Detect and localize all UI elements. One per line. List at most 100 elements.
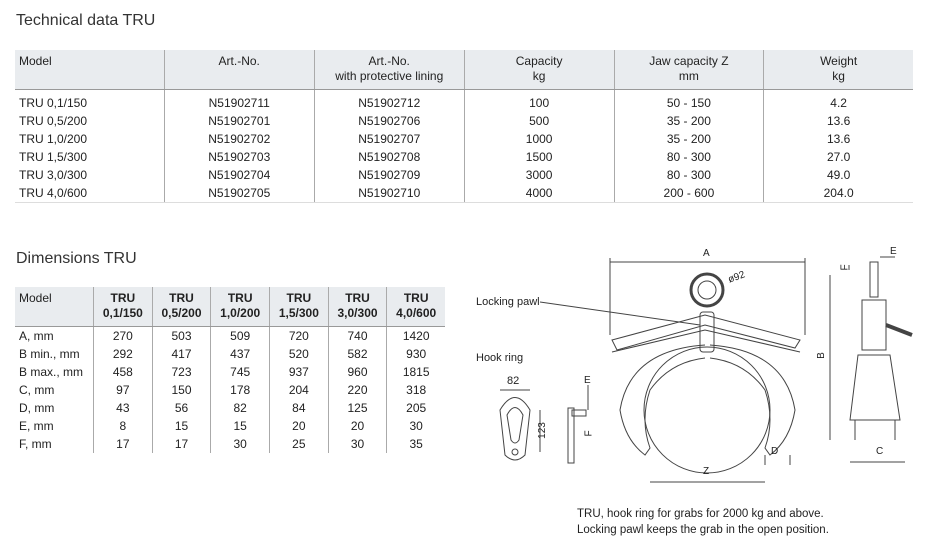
table-cell: N51902709 xyxy=(313,166,465,184)
header-text: TRU xyxy=(286,291,312,305)
table-cell: 437 xyxy=(210,345,270,363)
table-cell: 3000 xyxy=(463,166,615,184)
dimensions-title: Dimensions TRU xyxy=(16,250,137,267)
z-label: Z xyxy=(703,466,710,477)
header-text: TRU xyxy=(227,291,253,305)
table-cell: TRU 3,0/300 xyxy=(19,168,88,182)
table-cell: E, mm xyxy=(19,419,54,433)
table-cell: N51902703 xyxy=(163,148,315,166)
table-cell: 56 xyxy=(151,399,211,417)
table-cell: 35 xyxy=(386,435,445,453)
header-text: Model xyxy=(19,54,52,68)
table-cell: N51902706 xyxy=(313,112,465,130)
header-text: 0,5/200 xyxy=(161,306,202,320)
table-cell: 30 xyxy=(327,435,387,453)
table-cell: 937 xyxy=(269,363,329,381)
header-text: Weight xyxy=(820,54,858,68)
table-cell: N51902708 xyxy=(313,148,465,166)
table-cell: N51902707 xyxy=(313,130,465,148)
table-cell: 1420 xyxy=(386,326,445,345)
table-cell: 80 - 300 xyxy=(613,166,764,184)
table-cell: A, mm xyxy=(19,329,54,343)
locking-pawl-label: Locking pawl xyxy=(476,296,540,308)
table-cell: 17 xyxy=(151,435,211,453)
f-label-ring: F xyxy=(583,430,595,437)
table-cell: 720 xyxy=(269,326,329,345)
table-cell: 270 xyxy=(93,326,153,345)
table-cell: 1000 xyxy=(463,130,615,148)
table-cell: 49.0 xyxy=(763,166,913,184)
table-cell: 50 - 150 xyxy=(613,89,764,112)
table-cell: 4.2 xyxy=(763,89,913,112)
table-cell: 20 xyxy=(327,417,387,435)
table-cell: 745 xyxy=(210,363,270,381)
header-text: TRU xyxy=(110,291,136,305)
table-cell: 17 xyxy=(93,435,153,453)
table-cell: B max., mm xyxy=(19,365,84,379)
table-cell: 8 xyxy=(93,417,153,435)
header-text: Art.-No. xyxy=(218,54,260,68)
table-cell: TRU 4,0/600 xyxy=(15,184,165,203)
header-text: 4,0/600 xyxy=(396,306,437,320)
table-cell: N51902702 xyxy=(163,130,315,148)
header-text: 1,5/300 xyxy=(278,306,319,320)
c-label: C xyxy=(876,446,884,457)
technical-data-table: Model Art.-No. Art.-No.with protective lin… xyxy=(15,50,913,203)
table-cell: 458 xyxy=(93,363,153,381)
table-cell: 30 xyxy=(386,417,445,435)
table-cell: N51902712 xyxy=(313,89,465,112)
header-text: Jaw capacity Z xyxy=(649,54,729,68)
header-text: kg xyxy=(832,69,845,83)
b-label: B xyxy=(815,352,827,359)
table-cell: 292 xyxy=(93,345,153,363)
header-text: TRU xyxy=(403,291,429,305)
table-cell: 582 xyxy=(327,345,387,363)
table-cell: 35 - 200 xyxy=(613,112,764,130)
column-header: Art.-No.with protective lining xyxy=(313,50,465,90)
e-label-ring: E xyxy=(584,375,591,386)
hook-ring-label: Hook ring xyxy=(476,352,524,364)
table-cell: 82 xyxy=(210,399,270,417)
header-text: TRU xyxy=(345,291,370,305)
table-cell: 723 xyxy=(151,363,211,381)
table-cell: 80 - 300 xyxy=(613,148,764,166)
table-cell: 740 xyxy=(327,326,387,345)
table-cell: N51902710 xyxy=(313,184,465,203)
table-cell: 503 xyxy=(151,326,211,345)
table-cell: 204.0 xyxy=(763,184,913,203)
table-cell: 200 - 600 xyxy=(613,184,764,203)
table-cell: 150 xyxy=(151,381,211,399)
table-cell: 43 xyxy=(93,399,153,417)
table-cell: TRU 0,1/150 xyxy=(19,96,88,110)
table-cell: 500 xyxy=(463,112,615,130)
table-cell: 1815 xyxy=(386,363,445,381)
header-text: mm xyxy=(678,69,699,83)
header-text: 0,1/150 xyxy=(102,306,143,320)
table-cell: 930 xyxy=(386,345,445,363)
table-cell: F, mm xyxy=(19,437,52,451)
table-cell: 318 xyxy=(386,381,445,399)
table-cell: TRU 1,5/300 xyxy=(19,150,88,164)
technical-data-title: Technical data TRU xyxy=(16,12,156,29)
header-text: Capacity xyxy=(515,54,563,68)
header-text: 3,0/300 xyxy=(337,306,378,320)
table-cell: 417 xyxy=(151,345,211,363)
table-cell: 13.6 xyxy=(763,112,913,130)
e-label: E xyxy=(890,246,897,257)
table-cell: 13.6 xyxy=(763,130,913,148)
